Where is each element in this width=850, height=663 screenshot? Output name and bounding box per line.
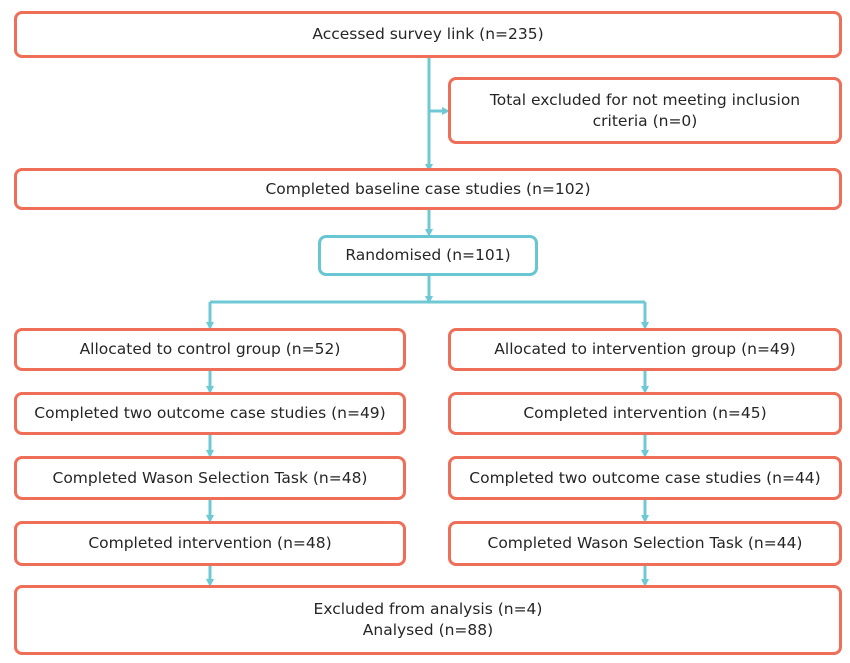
box-accessed-survey-label: Accessed survey link (n=235) [312,25,544,43]
box-analysis-analysed: Analysed (n=88) [362,621,494,639]
box-control-step1: Completed two outcome case studies (n=49… [14,392,406,435]
box-control-step3-label: Completed intervention (n=48) [88,534,332,552]
box-excluded-line2: criteria (n=0) [592,111,698,130]
box-control-step2-label: Completed Wason Selection Task (n=48) [52,468,368,487]
box-intervention-allocated-label: Allocated to intervention group (n=49) [494,340,796,358]
box-randomised: Randomised (n=101) [318,235,538,276]
box-intervention-step1-label: Completed intervention (n=45) [523,404,767,422]
box-accessed-survey: Accessed survey link (n=235) [14,11,842,58]
box-intervention-allocated: Allocated to intervention group (n=49) [448,328,842,371]
box-control-step2: Completed Wason Selection Task (n=48) [14,456,406,500]
box-analysis: Excluded from analysis (n=4) Analysed (n… [14,585,842,655]
box-control-step3: Completed intervention (n=48) [14,521,406,566]
box-analysis-excluded: Excluded from analysis (n=4) [313,600,543,618]
box-excluded-inclusion: Total excluded for not meeting inclusion… [448,77,842,144]
box-excluded-line1: Total excluded for not meeting inclusion [489,90,801,109]
box-baseline: Completed baseline case studies (n=102) [14,168,842,210]
box-control-step1-label: Completed two outcome case studies (n=49… [34,404,386,422]
box-control-allocated-label: Allocated to control group (n=52) [79,340,341,358]
box-intervention-step2: Completed two outcome case studies (n=44… [448,456,842,500]
box-intervention-step3-label: Completed Wason Selection Task (n=44) [487,534,803,552]
box-intervention-step1: Completed intervention (n=45) [448,392,842,435]
box-randomised-label: Randomised (n=101) [345,246,511,264]
box-control-allocated: Allocated to control group (n=52) [14,328,406,371]
box-intervention-step2-label: Completed two outcome case studies (n=44… [469,468,821,487]
box-intervention-step3: Completed Wason Selection Task (n=44) [448,521,842,566]
box-baseline-label: Completed baseline case studies (n=102) [265,179,591,198]
